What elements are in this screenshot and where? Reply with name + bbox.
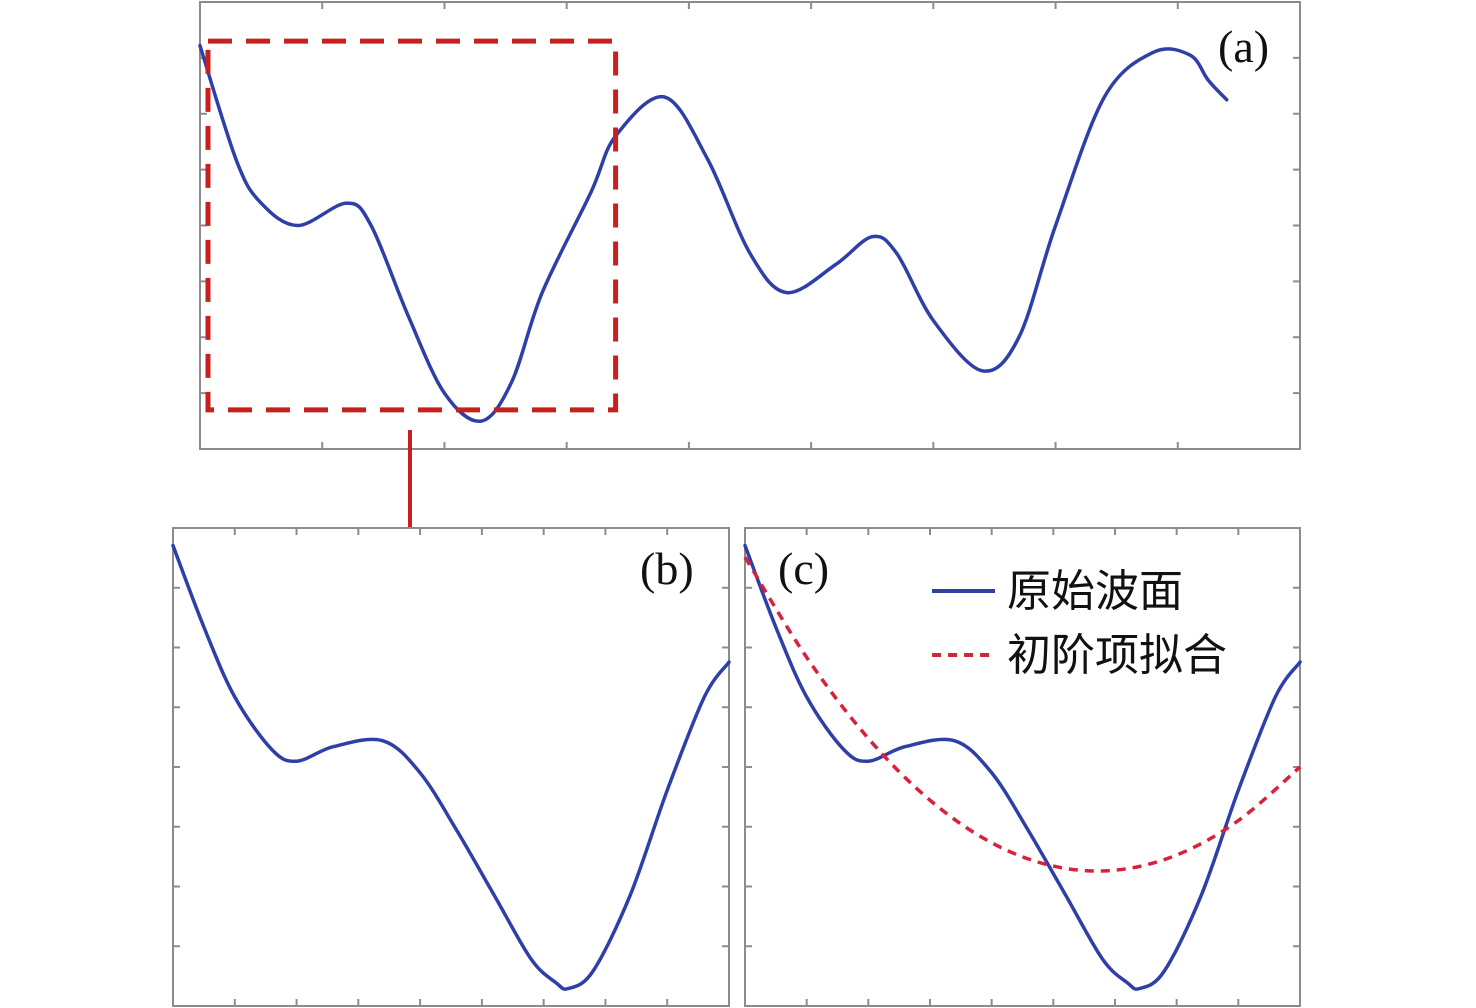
panel-b-ticks	[173, 528, 729, 1006]
panel-a-frame	[199, 1, 1301, 450]
panel-b-wavefront-line	[171, 543, 731, 991]
legend-label-low-order-fit: 初阶项拟合	[1007, 630, 1227, 681]
zoom-region-box	[205, 38, 619, 413]
legend: 原始波面 初阶项拟合	[932, 566, 1227, 681]
panel-b-label: (b)	[640, 543, 694, 594]
panel-c-low-order-fit-line	[743, 556, 1302, 873]
panel-a-label: (a)	[1218, 21, 1269, 72]
panel-a-wavefront-line	[198, 43, 1229, 423]
panel-b-frame	[172, 527, 730, 1007]
panel-c: (c) 原始波面 初阶项拟合	[743, 527, 1302, 1007]
panel-c-label: (c)	[778, 543, 829, 594]
panel-c-ticks	[745, 528, 1300, 1006]
panel-a: (a)	[198, 1, 1301, 450]
panel-b: (b)	[171, 527, 731, 1007]
legend-label-original-wavefront: 原始波面	[1007, 566, 1183, 617]
panel-c-wavefront-line	[743, 543, 1302, 991]
